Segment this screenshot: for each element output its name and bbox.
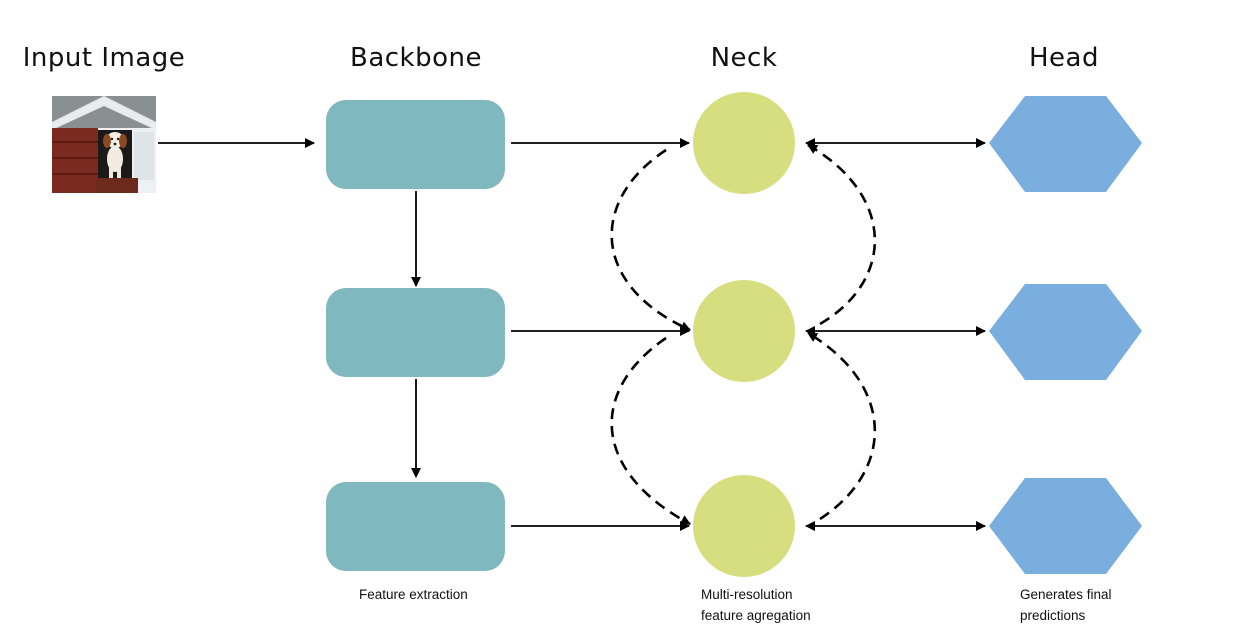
input-image (52, 96, 156, 193)
head-node-1 (989, 96, 1142, 192)
neck-caption: Multi-resolution feature agregation (701, 584, 871, 626)
dashed-arrow-right-lower (807, 331, 877, 521)
neck-title: Neck (710, 43, 778, 73)
dashed-arrow-right-upper (807, 143, 877, 326)
neck-caption-line-1: Multi-resolution (701, 587, 793, 602)
neck-caption-line-2: feature agregation (701, 608, 811, 623)
head-node-3 (989, 478, 1142, 574)
head-caption-line-1: Generates final (1020, 587, 1112, 602)
backbone-caption: Feature extraction (359, 587, 468, 602)
backbone-block-2 (326, 288, 505, 377)
neck-node-1 (693, 92, 795, 194)
head-caption-line-2: predictions (1020, 608, 1086, 623)
backbone-block-1 (326, 100, 505, 189)
dashed-arrow-left-lower (610, 336, 691, 526)
backbone-block-3 (326, 482, 505, 571)
head-caption: Generates final predictions (1020, 584, 1140, 626)
head-node-2 (989, 284, 1142, 380)
neck-node-2 (693, 280, 795, 382)
head-title: Head (1029, 43, 1099, 73)
input-image-title: Input Image (22, 43, 186, 73)
neck-node-3 (693, 475, 795, 577)
dashed-arrow-left-upper (610, 148, 691, 332)
backbone-title: Backbone (349, 43, 482, 73)
